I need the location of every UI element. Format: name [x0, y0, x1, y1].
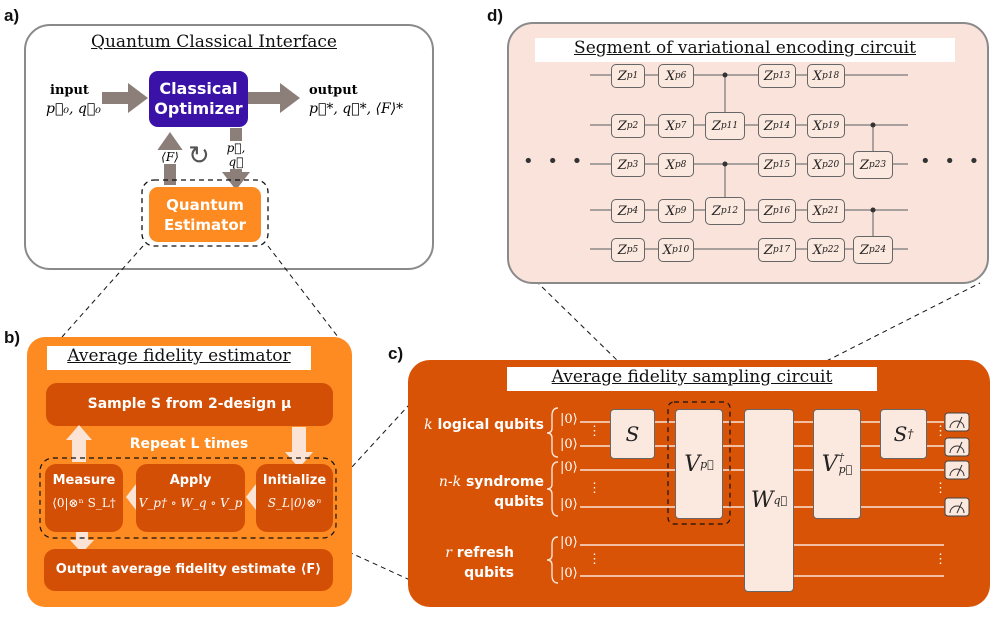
estimator-label: Quantum Estimator	[163, 195, 247, 234]
syndrome-qubits-label: n-k syndrome qubits	[438, 474, 544, 510]
input-arrow	[102, 83, 148, 113]
repeat-label: Repeat L times	[129, 436, 249, 452]
vdots-syndrome: ⋮	[588, 481, 601, 496]
input-vars: p⃗₀, q⃗₀	[46, 101, 101, 117]
panel-b-arrows	[39, 425, 337, 553]
panel-d-label: d)	[487, 6, 504, 25]
feedback-f-label: ⟨F⟩	[156, 150, 184, 164]
gate-S-dagger: S†	[880, 409, 927, 459]
sample-step-box: Sample S from 2-design μ	[46, 383, 333, 426]
ket-refresh-1: |0⟩	[560, 535, 578, 550]
dots-right: • • •	[920, 151, 984, 172]
panel-d-frame	[507, 22, 989, 284]
cycle-icon: ↻	[188, 141, 210, 171]
classical-optimizer-box: Classical Optimizer	[149, 71, 248, 127]
input-label: input	[50, 83, 89, 98]
output-label: output	[309, 83, 358, 98]
ket-logical-2: |0⟩	[560, 437, 578, 452]
panel-a-title: Quantum Classical Interface	[64, 32, 364, 56]
panel-a-label: a)	[4, 6, 20, 25]
measure-title: Measure	[52, 473, 116, 488]
logical-qubits-label: k logical qubits	[424, 417, 544, 433]
vdots-refresh: ⋮	[588, 552, 601, 567]
initialize-title: Initialize	[262, 473, 327, 488]
refresh-qubits-label: r refresh qubits	[445, 545, 514, 581]
vdots-out-logical: ⋮	[934, 424, 947, 439]
gate-V-dagger: V†p⃗	[813, 409, 861, 519]
panel-b-title: Average fidelity estimator	[47, 346, 311, 370]
meter-icon	[944, 412, 970, 517]
feedback-pq-label: p⃗, q⃗	[220, 141, 252, 169]
vdots-out-refresh: ⋮	[934, 552, 947, 567]
initialize-formula: S_L|0⟩⊗ⁿ	[267, 496, 322, 510]
quantum-estimator-box: Quantum Estimator	[149, 187, 261, 242]
measure-box: Measure ⟨0|⊗ⁿ S_L†	[45, 464, 123, 532]
ket-logical-1: |0⟩	[560, 412, 578, 427]
ket-refresh-2: |0⟩	[560, 566, 578, 581]
panel-d-title: Segment of variational encoding circuit	[535, 38, 955, 62]
panel-c-title: Average fidelity sampling circuit	[507, 367, 877, 391]
apply-title: Apply	[169, 473, 212, 488]
optimizer-label: Classical Optimizer	[154, 79, 243, 118]
initialize-box: Initialize S_L|0⟩⊗ⁿ	[256, 464, 333, 532]
measure-formula: ⟨0|⊗ⁿ S_L†	[52, 496, 116, 510]
output-arrow	[248, 83, 300, 113]
vdots-logical: ⋮	[588, 424, 601, 439]
apply-formula: V_p† ∘ W_q ∘ V_p	[138, 496, 243, 510]
output-step-box: Output average fidelity estimate ⟨F⟩	[44, 549, 333, 591]
vdots-out-syndrome: ⋮	[934, 481, 947, 496]
panel-c-label: c)	[388, 344, 404, 363]
panel-b-label: b)	[4, 328, 21, 347]
dots-left: • • •	[523, 151, 587, 172]
output-vars: p⃗*, q⃗*, ⟨F⟩*	[309, 101, 404, 117]
apply-box: Apply V_p† ∘ W_q ∘ V_p	[136, 464, 245, 532]
ket-syndrome-1: |0⟩	[560, 460, 578, 475]
ket-syndrome-2: |0⟩	[560, 497, 578, 512]
gate-S: S	[610, 409, 655, 459]
